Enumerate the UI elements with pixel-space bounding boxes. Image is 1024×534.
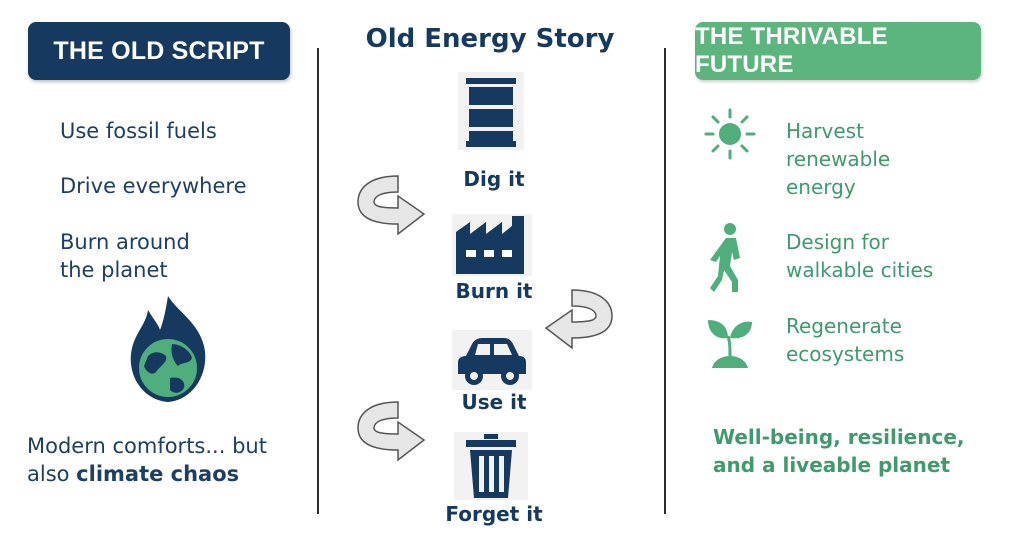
old-item-the-planet: the planet [60, 258, 168, 282]
future-item-harvest: Harvest renewable energy [786, 117, 890, 201]
curved-arrow-3-icon [357, 401, 426, 462]
old-footer-prefix: also [27, 462, 77, 486]
thrivable-footer: Well-being, resilience, and a liveable p… [713, 423, 965, 479]
step-burn-icon-box [452, 214, 532, 276]
harvest-line2: renewable [786, 147, 891, 171]
oil-barrel-icon [466, 78, 516, 147]
car-icon [458, 338, 526, 385]
old-energy-story-title: Old Energy Story [365, 24, 615, 54]
curved-arrow-1-icon [357, 175, 426, 236]
burning-globe-icon [130, 296, 206, 402]
harvest-line3: energy [786, 175, 856, 199]
regenerate-line1: Regenerate [786, 314, 902, 338]
thrivable-footer-line2: and a liveable planet [713, 453, 951, 477]
curved-arrow-2-icon [544, 289, 613, 350]
old-item-burn-around: Burn around [60, 230, 190, 254]
regenerate-line2: ecosystems [786, 342, 905, 366]
old-script-header: THE OLD SCRIPT [28, 22, 290, 80]
left-divider [317, 48, 319, 514]
future-item-regenerate: Regenerate ecosystems [786, 312, 904, 368]
walkable-line2: walkable cities [786, 258, 934, 282]
right-divider [664, 48, 666, 514]
step-forget-label: Forget it [445, 502, 543, 526]
factory-icon [456, 216, 524, 274]
future-item-walkable: Design for walkable cities [786, 228, 933, 284]
old-footer-line1: Modern comforts... but [27, 434, 267, 458]
step-forget-icon-box [454, 432, 528, 500]
trash-can-icon [466, 434, 516, 498]
step-burn-label: Burn it [455, 279, 533, 303]
old-item-fossil-fuels: Use fossil fuels [60, 119, 217, 143]
old-script-header-label: THE OLD SCRIPT [53, 36, 265, 65]
old-footer-line2: also climate chaos [27, 460, 267, 488]
old-item-drive-everywhere: Drive everywhere [60, 174, 247, 198]
old-script-footer: Modern comforts... but also climate chao… [27, 432, 267, 488]
thrivable-future-header-label: THE THRIVABLE FUTURE [695, 23, 888, 78]
step-use-label: Use it [461, 390, 527, 414]
walking-person-icon [710, 223, 740, 292]
sun-icon [704, 108, 756, 160]
thrivable-future-header: THE THRIVABLE FUTURE [695, 22, 981, 80]
sprout-icon [708, 320, 752, 368]
harvest-line1: Harvest [786, 119, 864, 143]
walkable-line1: Design for [786, 230, 889, 254]
climate-chaos-text: climate chaos [76, 462, 240, 486]
step-dig-icon-box [458, 72, 524, 150]
step-dig-label: Dig it [463, 167, 525, 191]
step-use-icon-box [452, 330, 532, 390]
thrivable-footer-line1: Well-being, resilience, [713, 425, 965, 449]
